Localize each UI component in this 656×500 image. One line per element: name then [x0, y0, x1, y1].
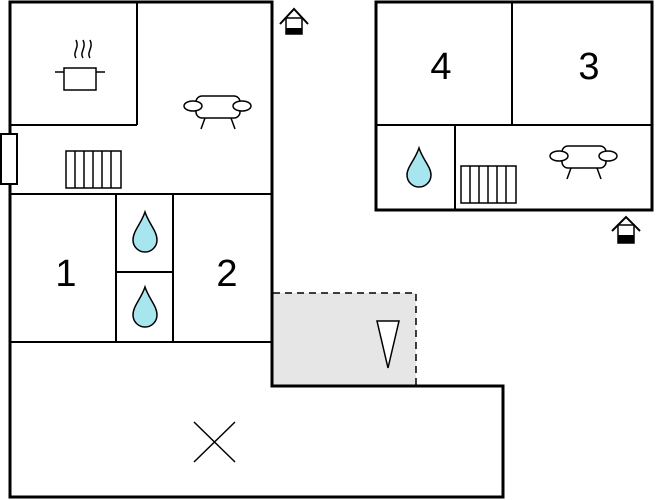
room-number-2: 2	[216, 253, 237, 295]
cross-icon	[193, 421, 236, 463]
house-entrance-icon	[611, 215, 641, 244]
radiator-icon	[65, 150, 122, 189]
main-building-walls	[8, 0, 505, 499]
sofa-icon	[183, 95, 252, 130]
sofa-icon	[549, 145, 618, 180]
water-drop-icon	[132, 284, 158, 328]
room-number-1: 1	[55, 253, 76, 295]
water-drop-icon	[132, 209, 158, 253]
house-entrance-icon	[279, 7, 309, 35]
terrace-dashed-outline	[273, 292, 417, 385]
side-window	[0, 133, 18, 185]
cooking-pot-icon	[55, 39, 105, 91]
room-number-3: 3	[578, 46, 599, 88]
room-number-4: 4	[430, 46, 451, 88]
radiator-icon	[460, 165, 517, 204]
water-drop-icon	[406, 145, 432, 188]
triangle-icon	[376, 320, 400, 369]
second-building-walls	[374, 0, 654, 212]
